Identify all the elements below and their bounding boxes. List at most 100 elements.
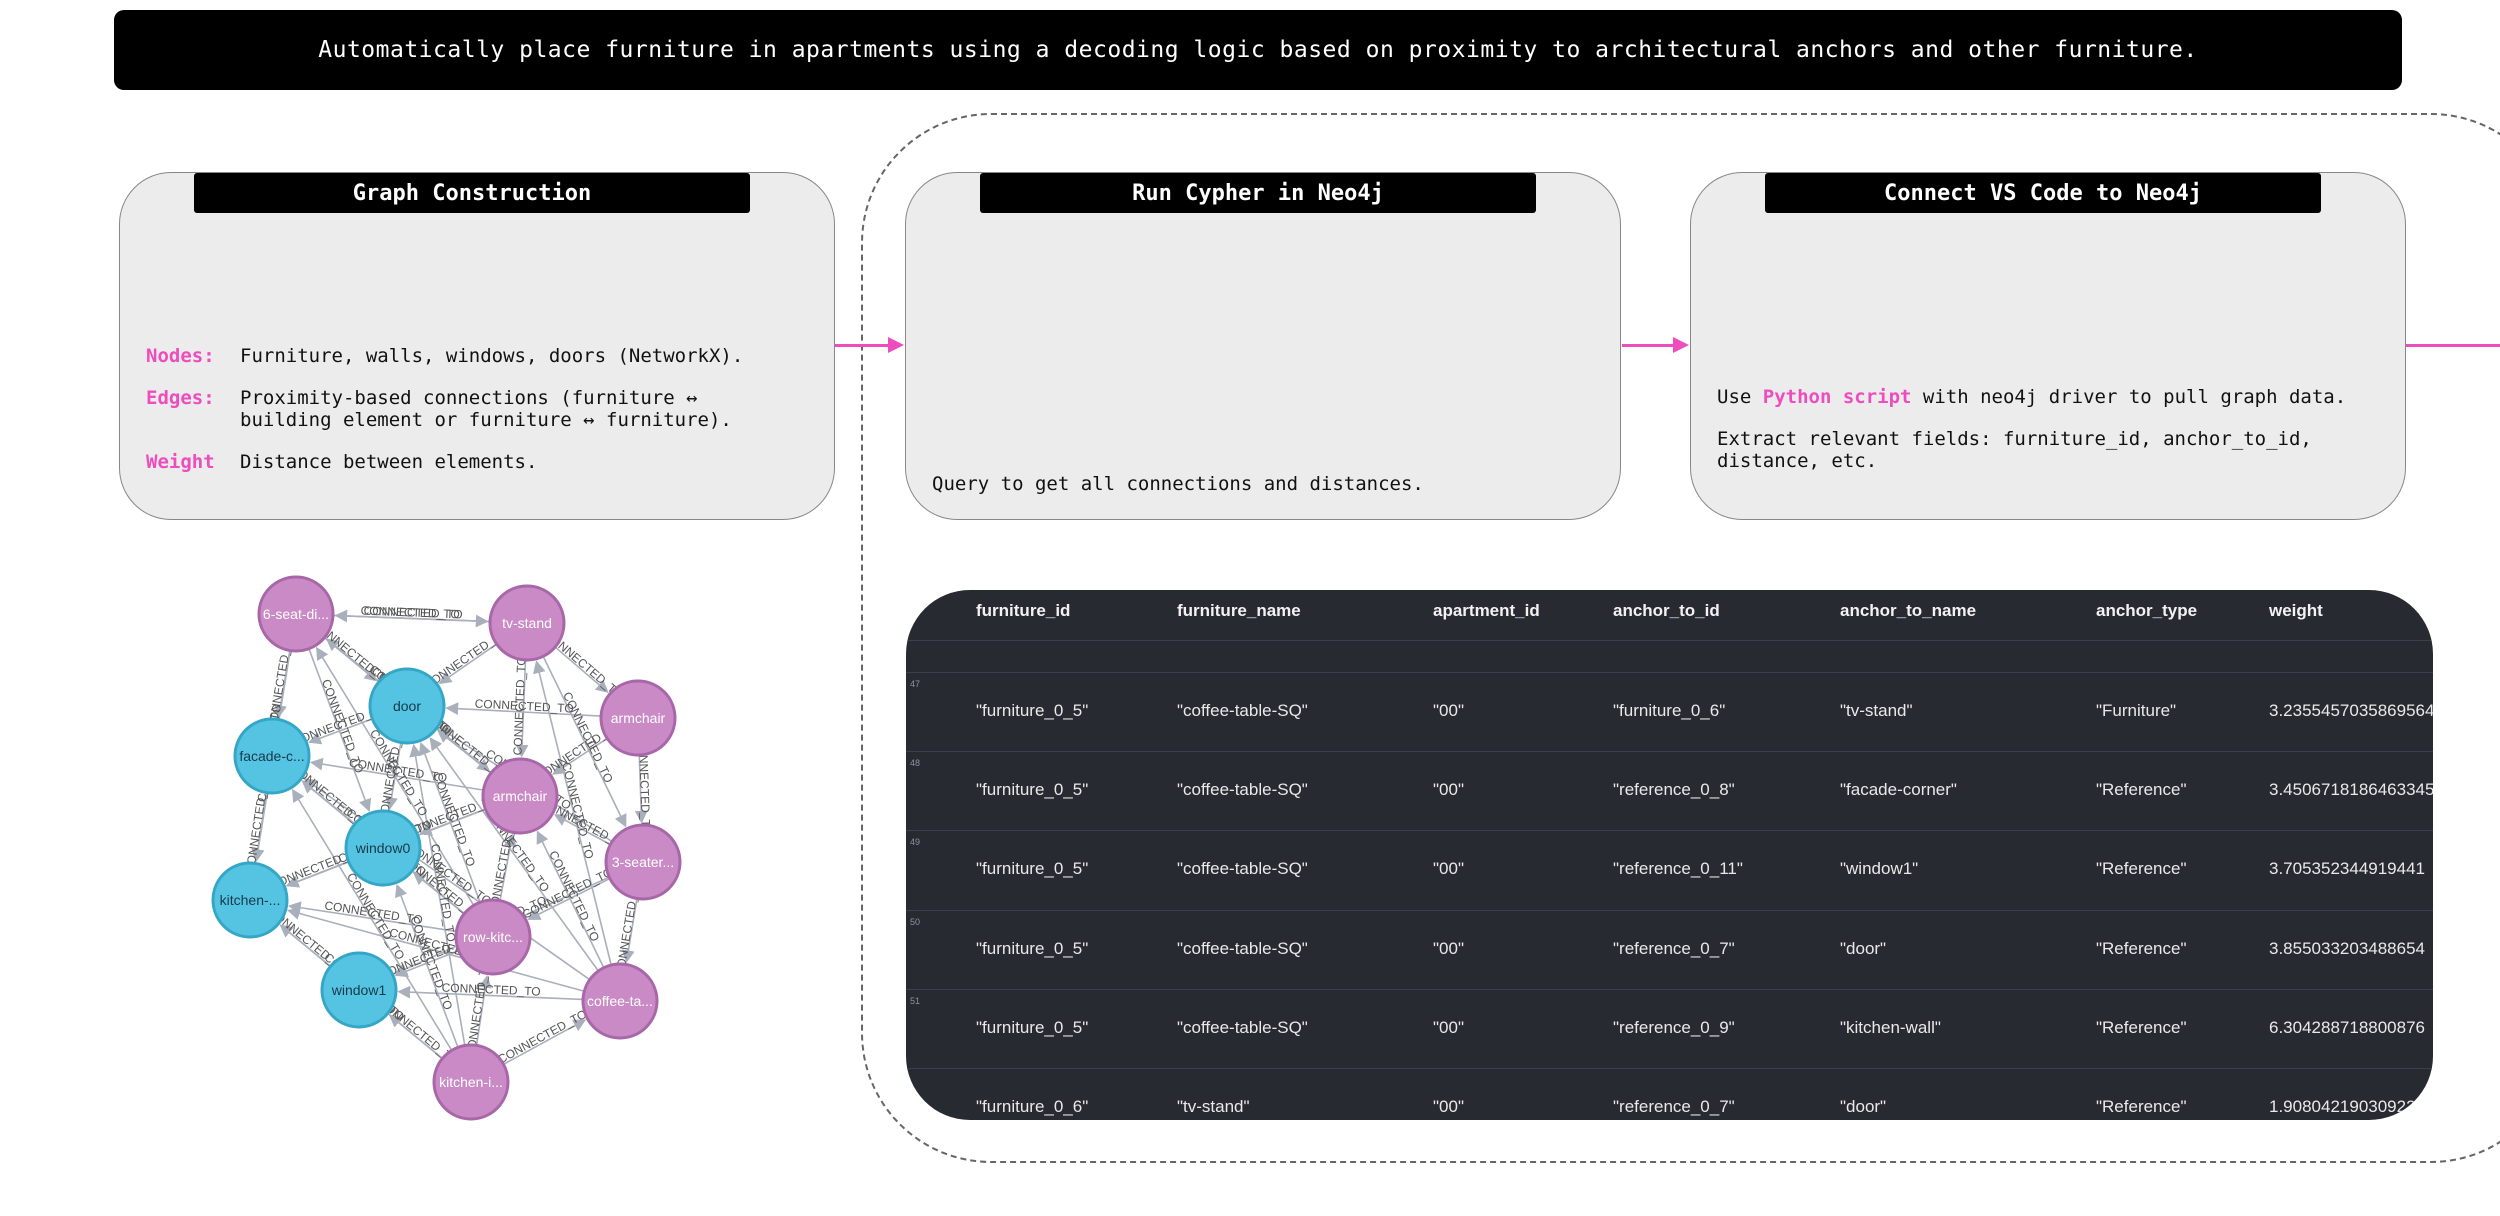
graph-node-label: row-kitc... — [463, 929, 523, 945]
graph-node-window1[interactable]: window1 — [320, 951, 398, 1029]
table-cell-anchor-type: "Reference" — [2096, 1018, 2187, 1037]
graph-node-6seat[interactable]: 6-seat-di... — [257, 575, 335, 653]
graph-node-door[interactable]: door — [368, 667, 446, 745]
table-cell-apartment-id: "00" — [1433, 1018, 1464, 1037]
graph-edge — [445, 702, 602, 717]
table-cell-furniture-name: "tv-stand" — [1177, 1097, 1250, 1116]
graph-node-armchair1[interactable]: armchair — [599, 679, 677, 757]
graph-edge — [301, 780, 356, 826]
graph-edge — [315, 646, 475, 906]
graph-node-label: armchair — [493, 788, 548, 804]
graph-node-circle[interactable] — [233, 717, 311, 795]
column-header: anchor_to_id — [1613, 601, 1720, 620]
graph-edge — [438, 643, 498, 685]
graph-node-coffee[interactable]: coffee-ta... — [581, 962, 659, 1040]
row-number: 47 — [910, 679, 921, 689]
graph-edge — [251, 792, 268, 863]
cypher-text: Query to get all connections and distanc… — [932, 473, 1424, 495]
arrow-line — [1622, 344, 1674, 347]
graph-nodes: 6-seat-di... tv-stand door armchair facade-c… — [211, 575, 682, 1121]
pipeline-group-outline — [861, 113, 2500, 1163]
python-script-highlight: Python script — [1762, 386, 1912, 408]
table-row: 48"furniture_0_5""coffee-table-SQ""00""r… — [906, 751, 2433, 831]
table-row: 49"furniture_0_5""coffee-table-SQ""00""r… — [906, 830, 2433, 910]
row-number: 50 — [910, 917, 921, 927]
table-cell-weight: 6.304288718800876 — [2269, 1018, 2425, 1037]
graph-node-label: 3-seater... — [612, 854, 674, 870]
graph-node-label: facade-c... — [239, 748, 304, 764]
arrow-right-icon — [888, 337, 904, 353]
graph-node-circle[interactable] — [488, 584, 566, 662]
graph-node-kitchenwall[interactable]: kitchen-... — [211, 861, 289, 939]
graph-node-facade[interactable]: facade-c... — [233, 717, 311, 795]
graph-edge — [515, 659, 529, 758]
arrow-line — [835, 344, 889, 347]
table-cell-furniture-name: "coffee-table-SQ" — [1177, 780, 1308, 799]
arrow-right-icon — [1673, 337, 1689, 353]
table-cell-anchor-to-id: "reference_0_7" — [1613, 1097, 1735, 1116]
graph-node-circle[interactable] — [211, 861, 289, 939]
graph-node-label: 6-seat-di... — [263, 606, 329, 622]
table-cell-weight: 3.705352344919441 — [2269, 859, 2425, 878]
graph-node-armchair2[interactable]: armchair — [481, 757, 559, 835]
graph-edge — [409, 743, 466, 1046]
column-header: furniture_id — [976, 601, 1071, 620]
graph-node-circle[interactable] — [604, 823, 682, 901]
graph-edge — [395, 883, 459, 1048]
graph-node-circle[interactable] — [320, 951, 398, 1029]
detail-value: Proximity-based connections (furniture ↔… — [240, 387, 732, 431]
graph-edge — [429, 737, 599, 972]
graph-node-kitcheni[interactable]: kitchen-i... — [432, 1043, 510, 1121]
graph-node-circle[interactable] — [257, 575, 335, 653]
table-cell-weight: 1.90804219030922 — [2269, 1097, 2416, 1116]
table-cell-anchor-type: "Reference" — [2096, 780, 2187, 799]
graph-node-circle[interactable] — [454, 898, 532, 976]
detail-row-edges: Edges: Proximity-based connections (furn… — [146, 387, 800, 431]
vscode-line-1: Use Python script with neo4j driver to p… — [1717, 386, 2377, 408]
table-cell-furniture-name: "coffee-table-SQ" — [1177, 701, 1308, 720]
table-cell-furniture-name: "coffee-table-SQ" — [1177, 1018, 1308, 1037]
graph-node-circle[interactable] — [344, 809, 422, 887]
table-cell-apartment-id: "00" — [1433, 859, 1464, 878]
graph-node-circle[interactable] — [432, 1043, 510, 1121]
detail-key: Edges: — [146, 387, 215, 409]
graph-node-circle[interactable] — [599, 679, 677, 757]
table-cell-anchor-type: "Reference" — [2096, 859, 2187, 878]
graph-node-label: armchair — [611, 710, 666, 726]
column-header: anchor_to_name — [1840, 601, 1977, 620]
table-row: 50"furniture_0_5""coffee-table-SQ""00""r… — [906, 910, 2433, 990]
detail-key: Weight — [146, 451, 215, 473]
graph-node-label: tv-stand — [502, 615, 552, 631]
graph-edge — [287, 907, 585, 993]
graph-edge — [475, 974, 492, 1046]
graph-node-tvstand[interactable]: tv-stand — [488, 584, 566, 662]
vscode-card: Connect VS Code to Neo4j Use Python scri… — [1690, 172, 2406, 520]
detail-key: Nodes: — [146, 345, 215, 367]
graph-node-circle[interactable] — [368, 667, 446, 745]
graph-edge — [542, 655, 627, 828]
table-cell-apartment-id: "00" — [1433, 939, 1464, 958]
graph-node-label: window0 — [355, 840, 411, 856]
graph-node-circle[interactable] — [581, 962, 659, 1040]
table-cell-weight: 3.4506718186463345 — [2269, 780, 2433, 799]
graph-edge-label: CONNECTED_TO — [511, 656, 529, 756]
column-header: furniture_name — [1177, 601, 1301, 620]
table-cell-furniture-name: "coffee-table-SQ" — [1177, 939, 1308, 958]
graph-node-rowkitchen[interactable]: row-kitc... — [454, 898, 532, 976]
graph-edge — [279, 924, 331, 968]
table-cell-anchor-to-id: "reference_0_8" — [1613, 780, 1735, 799]
table-cell-anchor-to-name: "facade-corner" — [1840, 780, 1957, 799]
graph-edge-label: CONNECTED_TO — [495, 1007, 589, 1067]
graph-edge — [499, 833, 517, 901]
graph-edge — [554, 646, 609, 694]
vscode-details: Use Python script with neo4j driver to p… — [1717, 386, 2377, 472]
graph-node-circle[interactable] — [481, 757, 559, 835]
graph-edge — [303, 778, 591, 981]
table-header: furniture_id furniture_name apartment_id… — [906, 590, 2433, 641]
arrow-line — [2406, 344, 2500, 347]
graph-edge-label: CONNECTED_TO — [363, 604, 463, 622]
table-cell-anchor-to-id: "reference_0_7" — [1613, 939, 1735, 958]
graph-node-seater3[interactable]: 3-seater... — [604, 823, 682, 901]
row-number: 48 — [910, 758, 921, 768]
graph-node-window0[interactable]: window0 — [344, 809, 422, 887]
